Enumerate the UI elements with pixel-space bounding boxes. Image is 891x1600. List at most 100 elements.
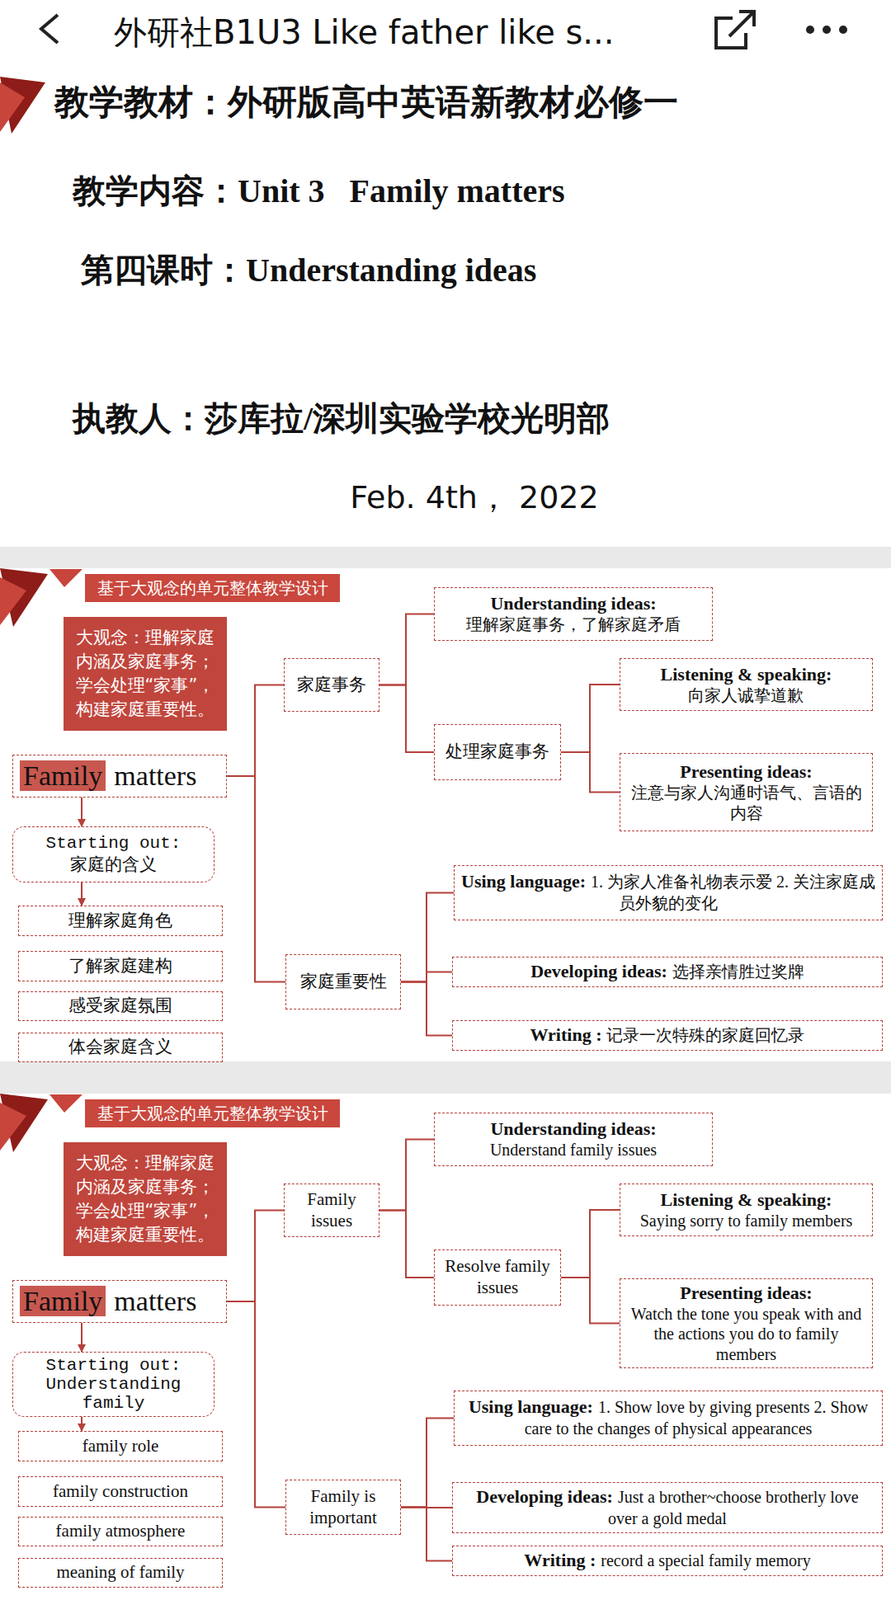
branch-line [379, 614, 434, 686]
box-body: 注意与家人沟通时语气、言语的内容 [627, 782, 866, 824]
box-heading: Developing ideas: [530, 961, 668, 982]
branch-line [379, 1140, 434, 1212]
box-heading: Listening & speaking: [660, 664, 833, 686]
branch-line [561, 752, 620, 793]
unit-title-word: matters [113, 760, 197, 792]
slide-text: 教学内容：Unit 3 Family matters [72, 168, 865, 214]
box-body: record a special family memory [600, 1551, 811, 1570]
branch-line [400, 972, 453, 983]
dashed-box: Family is important [285, 1480, 401, 1536]
dashed-box: family role [18, 1431, 223, 1462]
branch-line [561, 1210, 620, 1278]
slide-text: 第四课时：Understanding ideas [80, 247, 873, 293]
lesson-box: Listening & speaking:向家人诚挚道歉 [619, 658, 873, 712]
box-text: 基于大观念的单元整体教学设计 [97, 578, 329, 599]
lesson-box: Listening & speaking:Saying sorry to fam… [619, 1183, 873, 1237]
dashed-box: 理解家庭角色 [18, 905, 223, 937]
more-icon [806, 25, 848, 34]
box-text: 感受家庭氛围 [68, 995, 173, 1016]
unit-title-word: Family [19, 1286, 106, 1317]
branch-line [379, 685, 434, 754]
box-heading: Writing : [530, 1024, 603, 1046]
dashed-box: family atmosphere [18, 1517, 223, 1547]
box-heading: Developing ideas: [476, 1486, 613, 1508]
box-body: 1. 为家人准备礼物表示爱 2. 关注家庭成员外貌的变化 [590, 872, 876, 913]
box-body: 选择亲情胜过奖牌 [672, 962, 805, 981]
box-text: 家庭事务 [297, 674, 367, 695]
box-text: Family issues [306, 1189, 357, 1231]
branch-line [379, 1211, 434, 1279]
dashed-box: 处理家庭事务 [433, 724, 561, 781]
box-body: Saying sorry to family members [640, 1211, 854, 1231]
box-body: 向家人诚挚道歉 [660, 685, 833, 706]
branch-line [226, 685, 284, 778]
dashed-box: 体会家庭含义 [18, 1032, 223, 1063]
box-body: 记录一次特殊的家庭回忆录 [606, 1026, 805, 1045]
box-body: Understanding family [19, 1375, 208, 1414]
flow-arrow [80, 882, 83, 906]
lesson-box: Understanding ideas:Understand family is… [433, 1112, 713, 1167]
box-body: 家庭的含义 [46, 853, 182, 877]
app-title: 外研社B1U3 Like father like s... [113, 9, 692, 56]
box-text: 大观念：理解家庭内涵及家庭事务；学会处理“家事”，构建家庭重要性。 [75, 627, 216, 720]
box-text: 家庭重要性 [300, 971, 387, 992]
box-body: Understand family issues [490, 1140, 657, 1160]
unit-title-word: Family [19, 760, 106, 792]
title-banner: 基于大观念的单元整体教学设计 [84, 574, 340, 603]
box-heading: Using language: [461, 871, 586, 892]
box-text: 了解家庭建构 [68, 956, 173, 976]
back-icon [41, 14, 58, 43]
starting-out-box: Starting out:家庭的含义 [12, 826, 215, 883]
box-text: 大观念：理解家庭内涵及家庭事务；学会处理“家事”，构建家庭重要性。 [75, 1153, 216, 1245]
lesson-box: Using language:1. 为家人准备礼物表示爱 2. 关注家庭成员外貌… [453, 865, 883, 921]
box-text: 处理家庭事务 [445, 741, 550, 762]
box-body: 理解家庭事务，了解家庭矛盾 [466, 614, 681, 635]
slide-text: 教学教材：外研版高中英语新教材必修一 [54, 79, 863, 126]
lesson-box: Presenting ideas:注意与家人沟通时语气、言语的内容 [619, 753, 873, 832]
dashed-box: family construction [18, 1476, 223, 1508]
lesson-box: Developing ideas:选择亲情胜过奖牌 [452, 957, 883, 988]
box-text: Family is important [309, 1486, 378, 1528]
box-heading: Using language: [468, 1396, 594, 1418]
branch-line [226, 1211, 284, 1303]
lesson-box: Using language:1. Show love by giving pr… [453, 1390, 883, 1447]
box-heading: Starting out: [19, 1356, 208, 1376]
box-heading: Understanding ideas: [490, 1118, 657, 1141]
lesson-box: Writing :record a special family memory [452, 1546, 883, 1577]
branch-line [561, 1277, 620, 1325]
branch-line [561, 684, 620, 753]
flow-arrow [80, 797, 83, 827]
box-text: family atmosphere [56, 1521, 186, 1542]
box-heading: Starting out: [46, 834, 182, 854]
box-text: family construction [52, 1481, 189, 1502]
box-body: Just a brother~choose brotherly love ove… [608, 1488, 859, 1528]
box-text: family role [82, 1436, 160, 1457]
box-text: Resolve family issues [444, 1256, 551, 1298]
unit-title-box: Familymatters [12, 1280, 227, 1324]
starting-out-box: Starting out:Understanding family [12, 1352, 215, 1418]
dashed-box: meaning of family [18, 1558, 223, 1589]
box-text: 理解家庭角色 [68, 910, 173, 931]
box-body: Watch the tone you speak with and the ac… [627, 1304, 866, 1365]
flow-arrow [80, 1417, 83, 1432]
slide-text: 执教人：莎库拉/深圳实验学校光明部 [72, 396, 865, 442]
branch-line [400, 982, 453, 1037]
box-heading: Presenting ideas: [627, 1282, 866, 1305]
branch-line [400, 893, 454, 983]
lesson-box: Understanding ideas:理解家庭事务，了解家庭矛盾 [433, 587, 713, 642]
box-text: 体会家庭含义 [68, 1037, 173, 1057]
box-text: meaning of family [56, 1562, 184, 1583]
lesson-box: Developing ideas:Just a brother~choose b… [452, 1482, 883, 1534]
dashed-box: 家庭重要性 [285, 954, 401, 1010]
lesson-box: Presenting ideas:Watch the tone you spea… [619, 1278, 873, 1369]
dashed-box: 家庭事务 [283, 658, 380, 712]
dashed-box: Family issues [283, 1183, 380, 1238]
share-icon [716, 11, 755, 48]
title-banner: 基于大观念的单元整体教学设计 [84, 1099, 340, 1128]
slide-text: Feb. 4th， 2022 [226, 476, 722, 519]
box-heading: Understanding ideas: [466, 593, 681, 615]
big-idea-box: 大观念：理解家庭内涵及家庭事务；学会处理“家事”，构建家庭重要性。 [63, 617, 227, 731]
big-idea-box: 大观念：理解家庭内涵及家庭事务；学会处理“家事”，构建家庭重要性。 [63, 1142, 227, 1257]
box-heading: Listening & speaking: [640, 1189, 854, 1212]
branch-line [400, 1419, 454, 1509]
